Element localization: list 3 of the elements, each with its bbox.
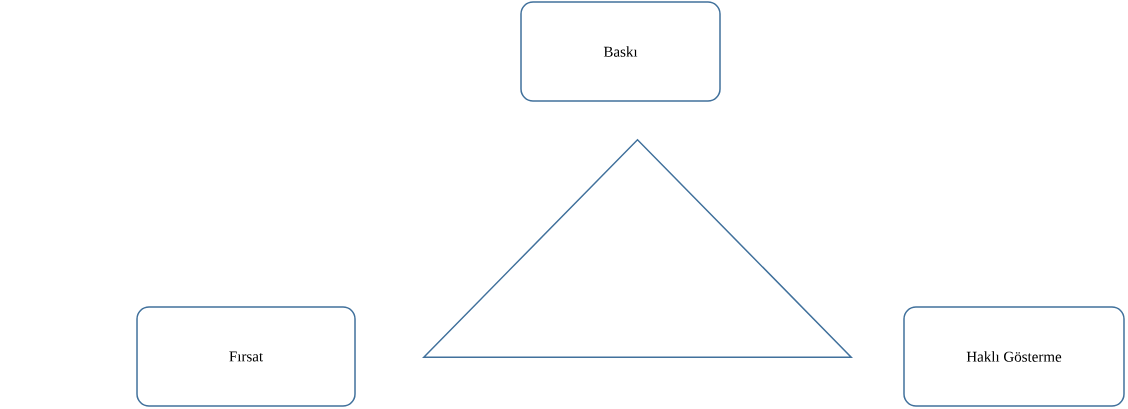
text-box: Baskı xyxy=(520,1,721,102)
text-box: Fırsat xyxy=(136,306,356,407)
text-box: Haklı Gösterme xyxy=(903,306,1125,407)
